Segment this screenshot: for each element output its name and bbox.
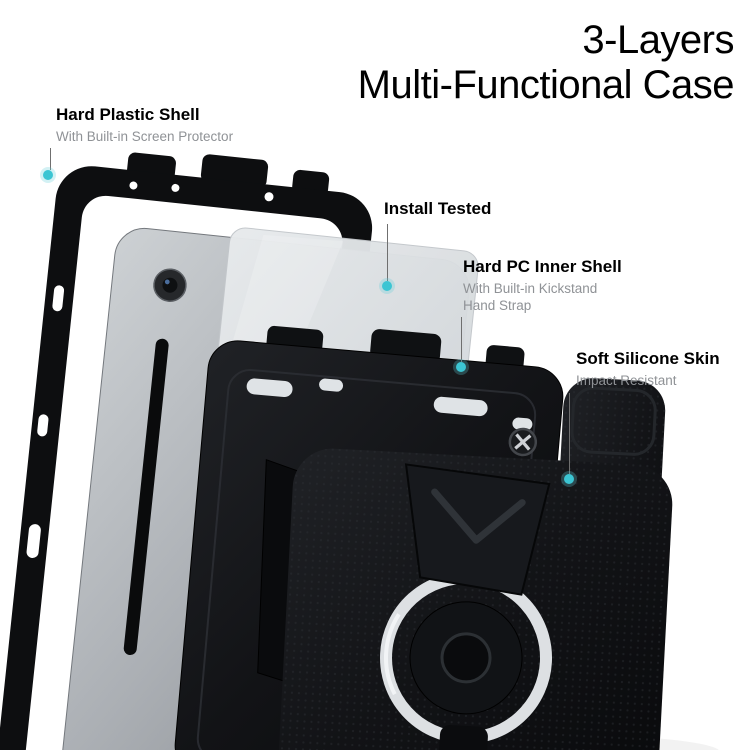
- headline-line1: 3-Layers: [582, 18, 734, 62]
- frame-hole: [171, 183, 180, 192]
- callout-install-tested: Install Tested: [384, 199, 491, 219]
- callout-hard-pc-inner-shell: Hard PC Inner Shell With Built-in Kickst…: [463, 257, 622, 315]
- camera-lens: [153, 268, 187, 302]
- callout-label: Hard Plastic Shell: [56, 105, 200, 124]
- leader-line: [569, 393, 570, 474]
- frame-slot: [26, 524, 41, 558]
- callout-label: Hard PC Inner Shell: [463, 257, 622, 276]
- headline-line2: Multi-Functional Case: [357, 62, 735, 107]
- shell-cutout: [512, 417, 533, 431]
- frame-hole: [129, 181, 138, 190]
- callout-dot-icon: [382, 281, 392, 291]
- callout-hard-plastic-shell: Hard Plastic Shell With Built-in Screen …: [56, 105, 233, 145]
- callout-label: Install Tested: [384, 199, 492, 218]
- callout-subline: Hand Strap: [463, 298, 532, 314]
- callout-soft-silicone-skin: Soft Silicone Skin Impact Resistant: [576, 349, 720, 389]
- shell-cutout: [433, 396, 488, 417]
- callout-subline: Impact Resistant: [576, 373, 677, 388]
- callout-label: Soft Silicone Skin: [576, 349, 720, 368]
- callout-subline: With Built-in Kickstand: [463, 281, 598, 296]
- headline: 3-Layers Multi-Functional Case: [357, 18, 735, 108]
- leader-line: [387, 224, 388, 281]
- leader-line: [50, 148, 51, 170]
- frame-hole: [264, 192, 274, 202]
- callout-subline: With Built-in Screen Protector: [56, 129, 234, 144]
- strap-hook: [438, 725, 488, 750]
- skin-corner-bumper: [570, 386, 657, 456]
- callout-dot-icon: [456, 362, 466, 372]
- shell-cutout: [246, 378, 293, 398]
- shell-cutout: [319, 378, 344, 392]
- leader-line: [461, 317, 462, 362]
- frame-slot: [37, 414, 49, 437]
- s-pen: [123, 338, 169, 656]
- soft-silicone-skin: [278, 378, 673, 750]
- callout-dot-icon: [43, 170, 53, 180]
- frame-slot: [52, 285, 65, 312]
- screw: [508, 427, 538, 457]
- ring-highlight: [384, 613, 401, 696]
- callout-dot-icon: [564, 474, 574, 484]
